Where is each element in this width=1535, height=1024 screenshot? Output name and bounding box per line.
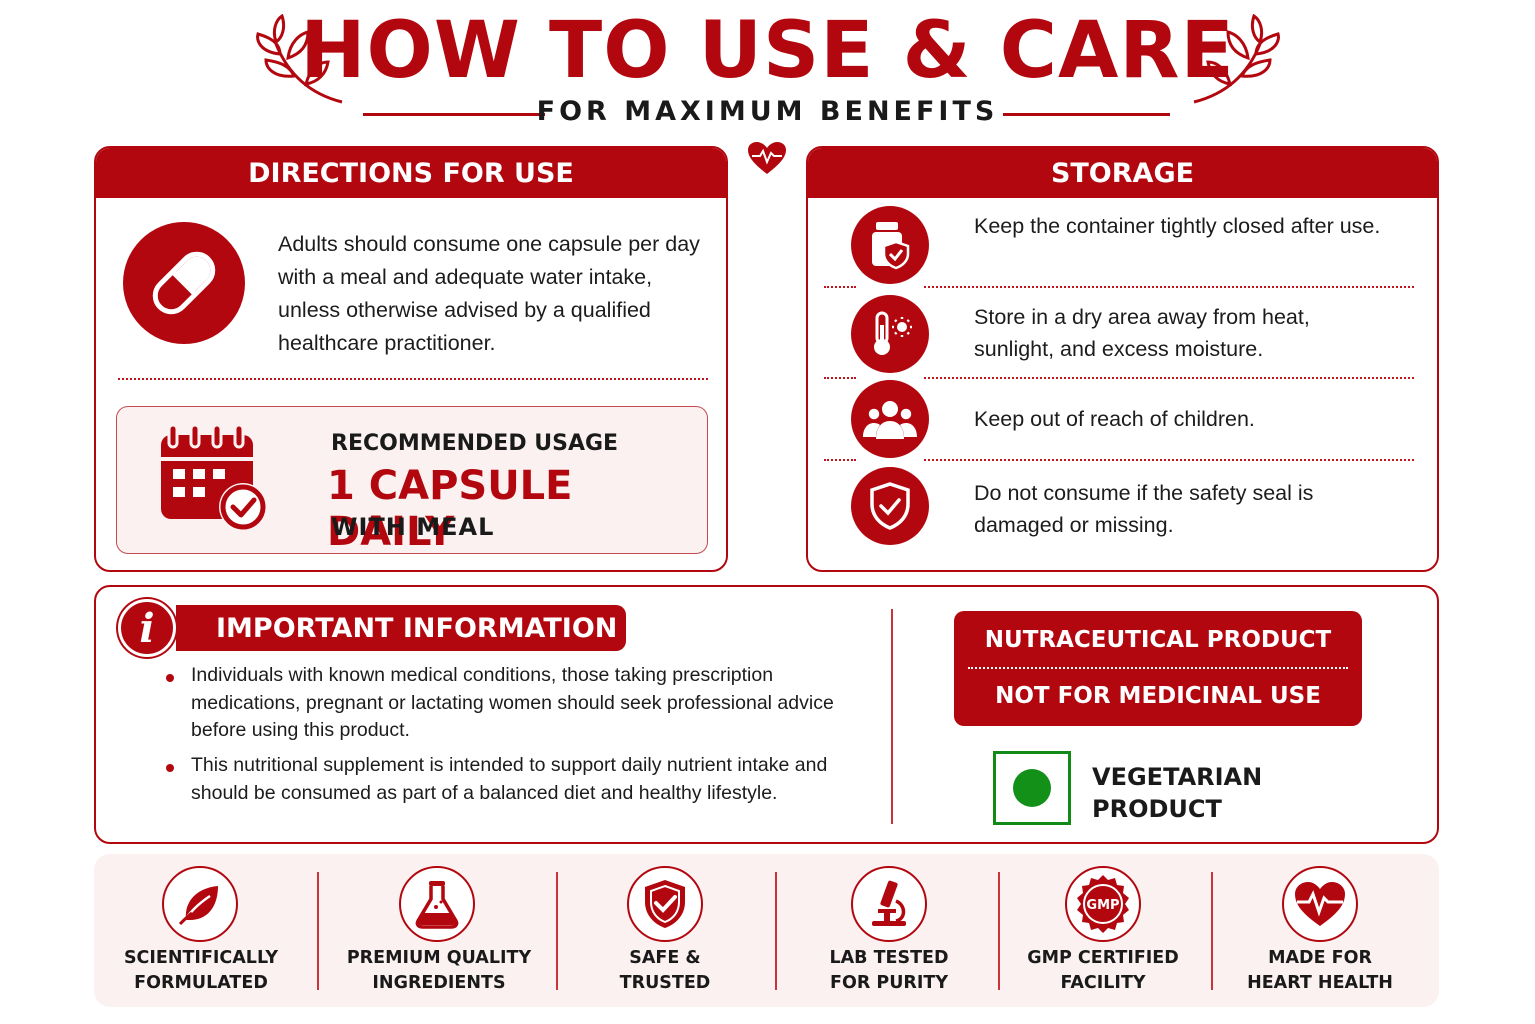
info-icon: i	[118, 599, 176, 657]
microscope-icon	[851, 866, 927, 942]
leaf-icon	[162, 866, 238, 942]
recommended-usage-note: WITH MEAL	[331, 513, 495, 541]
subtitle-rule-right	[1003, 113, 1170, 116]
feature-label: MADE FOR HEART HEALTH	[1247, 948, 1393, 993]
vegetarian-label: VEGETARIAN PRODUCT	[1092, 763, 1263, 823]
recommended-usage-box: RECOMMENDED USAGE 1 CAPSULE DAILY WITH M…	[116, 406, 708, 555]
feature-premium-ingredients: PREMIUM QUALITY INGREDIENTS	[326, 854, 552, 1007]
vertical-divider	[891, 609, 893, 824]
gmp-seal-icon: GMP	[1065, 866, 1141, 942]
gmp-text: GMP	[1086, 898, 1119, 913]
important-panel: IMPORTANT INFORMATION i Individuals with…	[94, 585, 1439, 844]
divider	[824, 377, 856, 379]
not-medicinal-label: NOT FOR MEDICINAL USE	[995, 683, 1321, 709]
laurel-left-icon	[256, 14, 343, 104]
capsule-icon	[123, 222, 245, 344]
feature-label: LAB TESTED FOR PURITY	[829, 948, 949, 993]
feature-label: SCIENTIFICALLY FORMULATED	[123, 948, 279, 993]
important-heading: IMPORTANT INFORMATION	[176, 605, 626, 651]
laurel-right-icon	[1193, 14, 1280, 104]
divider	[998, 872, 1000, 990]
feature-label: GMP CERTIFIED FACILITY	[1027, 948, 1179, 993]
storage-heading: STORAGE	[808, 148, 1437, 198]
storage-item-text: Keep the container tightly closed after …	[974, 214, 1381, 238]
shield-check-icon	[627, 866, 703, 942]
directions-heading: DIRECTIONS FOR USE	[96, 148, 726, 198]
recommended-usage-label: RECOMMENDED USAGE	[331, 431, 619, 456]
calendar-check-icon	[161, 423, 267, 531]
important-bullet-text: Individuals with known medical condition…	[191, 664, 834, 741]
important-bullet-text: This nutritional supplement is intended …	[191, 754, 828, 804]
shield-check-icon	[851, 467, 929, 545]
heart-pulse-icon	[748, 142, 786, 174]
bullet	[166, 674, 174, 682]
recommended-usage-dose: 1 CAPSULE DAILY	[327, 463, 573, 555]
container-shield-icon	[851, 206, 929, 284]
divider	[1211, 872, 1213, 990]
storage-item-text: Do not consume if the safety seal is dam…	[974, 481, 1314, 537]
directions-panel: DIRECTIONS FOR USE Adults should consume…	[94, 146, 728, 572]
nutraceutical-badge: NUTRACEUTICAL PRODUCT NOT FOR MEDICINAL …	[954, 611, 1362, 726]
divider	[775, 872, 777, 990]
divider	[556, 872, 558, 990]
flask-icon	[399, 866, 475, 942]
nutraceutical-label: NUTRACEUTICAL PRODUCT	[984, 627, 1332, 653]
feature-label: SAFE & TRUSTED	[619, 948, 711, 993]
thermometer-sun-icon	[851, 295, 929, 373]
divider	[924, 377, 1414, 379]
people-icon	[851, 380, 929, 458]
page-title: HOW TO USE & CARE	[300, 6, 1235, 96]
feature-label: PREMIUM QUALITY INGREDIENTS	[346, 948, 532, 993]
divider	[824, 459, 856, 461]
page-subtitle: FOR MAXIMUM BENEFITS	[536, 96, 999, 127]
feature-gmp-certified: GMP GMP CERTIFIED FACILITY	[1006, 854, 1200, 1007]
divider	[824, 286, 856, 288]
bullet	[166, 764, 174, 772]
feature-safe-trusted: SAFE & TRUSTED	[564, 854, 766, 1007]
storage-item-text: Store in a dry area away from heat, sunl…	[974, 305, 1310, 361]
vegetarian-mark-icon	[993, 751, 1071, 825]
storage-panel: STORAGE Keep the container tightly close…	[806, 146, 1439, 572]
divider	[317, 872, 319, 990]
feature-lab-tested: LAB TESTED FOR PURITY	[784, 854, 994, 1007]
heart-pulse-icon	[1282, 866, 1358, 942]
divider	[118, 378, 708, 380]
storage-item-text: Keep out of reach of children.	[974, 407, 1255, 431]
divider	[924, 459, 1414, 461]
subtitle-rule-left	[363, 113, 545, 116]
divider	[924, 286, 1414, 288]
feature-scientifically-formulated: SCIENTIFICALLY FORMULATED	[94, 854, 308, 1007]
feature-heart-health: MADE FOR HEART HEALTH	[1219, 854, 1421, 1007]
features-strip: SCIENTIFICALLY FORMULATED PREMIUM QUALIT…	[94, 854, 1439, 1007]
divider	[968, 667, 1348, 669]
directions-text: Adults should consume one capsule per da…	[278, 232, 700, 355]
